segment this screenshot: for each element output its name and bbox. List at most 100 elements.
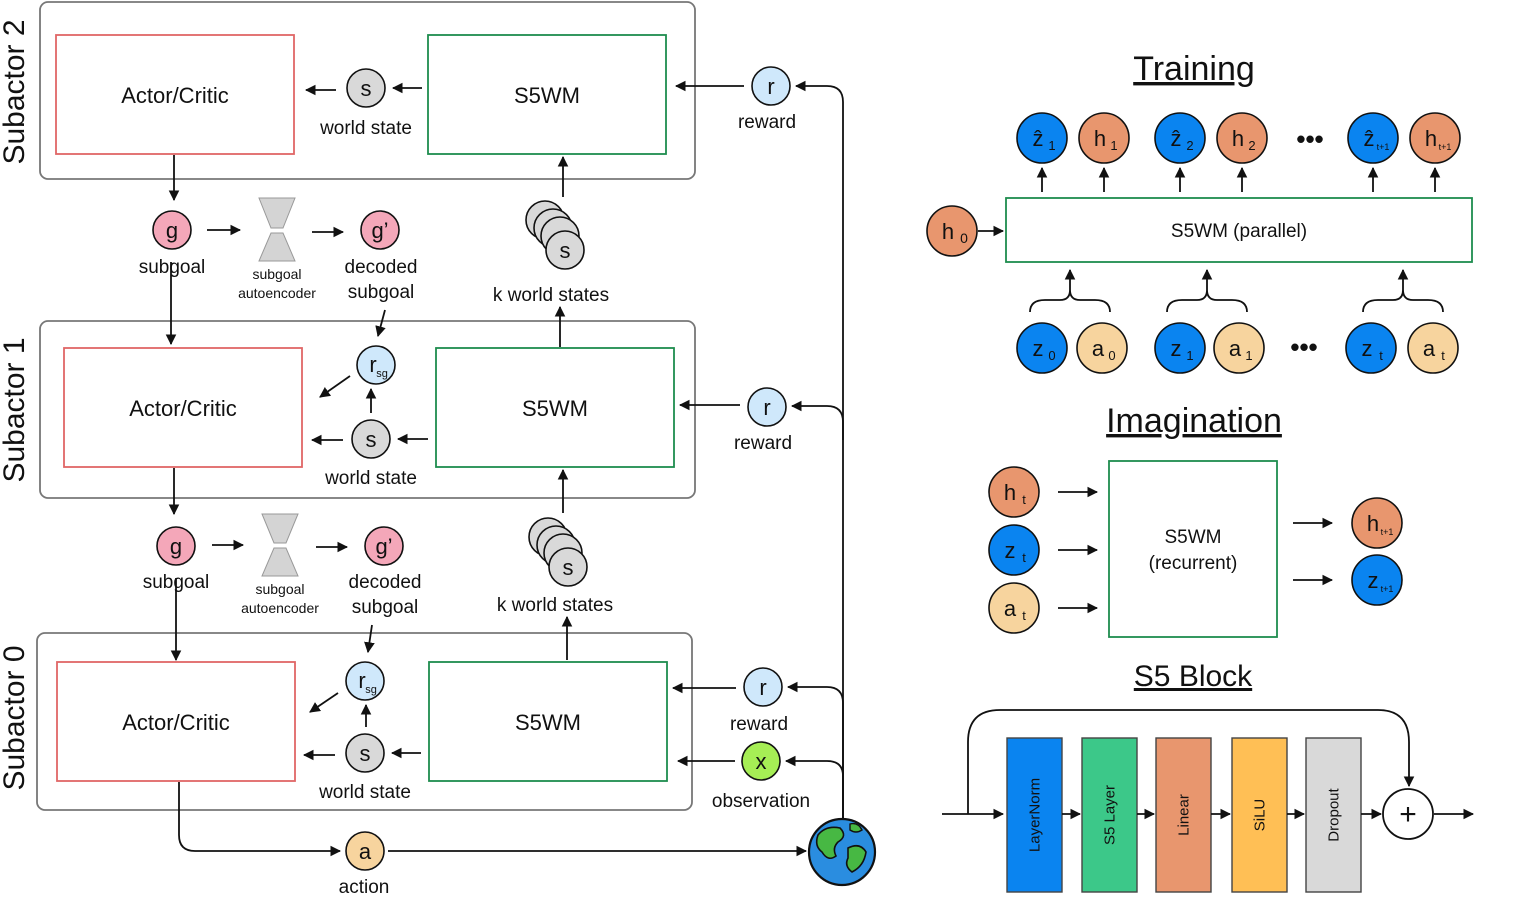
layer-label-4: Dropout: [1326, 787, 1343, 841]
reward-node-0: [743, 667, 783, 707]
world-state-label-0: world state: [318, 782, 411, 803]
s5wm-0: [428, 661, 668, 782]
decoded-label-1b: subgoal: [352, 597, 419, 618]
autoencoder-label-2a: subgoal: [252, 266, 301, 282]
training-input-5-sub: t: [1441, 348, 1445, 363]
k-world-states-label-1: k world states: [497, 595, 613, 616]
imagination-output-1-main: z: [1368, 568, 1379, 593]
training-input-2-sub: 1: [1186, 348, 1193, 363]
reward-node-2-label: r: [767, 74, 774, 99]
decoded-subgoal-node-2: [360, 210, 400, 250]
subgoal-reward-node-0-label: r: [358, 668, 365, 693]
s5wm-recurrent-label-1: S5WM: [1165, 527, 1222, 548]
s5wm-parallel-label: S5WM (parallel): [1171, 221, 1307, 242]
world-state-node-0: [345, 733, 385, 773]
layer-label-3: SiLU: [1252, 799, 1269, 832]
s5wm-recurrent-label-2: (recurrent): [1149, 553, 1238, 574]
autoencoder-icon-1: [261, 513, 299, 544]
autoencoder-label-1a: subgoal: [255, 581, 304, 597]
subgoal-reward-node-1-sub: sg: [376, 368, 388, 380]
world-state-node-1: [351, 419, 391, 459]
s5wm-2-label: S5WM: [514, 83, 580, 108]
subactor-2-box: [39, 1, 696, 180]
layer-label-1: S5 Layer: [1102, 785, 1119, 845]
earth-globe-icon: [807, 817, 877, 887]
training-output-1-sub: 1: [1110, 138, 1117, 153]
world-state-node-2-label: s: [361, 76, 372, 101]
residual-add-label: +: [1399, 798, 1417, 831]
layer-linear: Linear: [1155, 737, 1212, 893]
subgoal-node-1-label: g: [170, 534, 182, 559]
training-input-4-main: z: [1362, 336, 1373, 361]
h0-node-sub: 0: [960, 230, 968, 246]
reward-node-1-label: r: [763, 395, 770, 420]
action-label: action: [339, 877, 390, 898]
observation-node: [741, 741, 781, 781]
layer-silu: SiLU: [1231, 737, 1288, 893]
reward-node-2: [751, 66, 791, 106]
training-input-ellipsis: •••: [1290, 332, 1317, 362]
layer-label-0: LayerNorm: [1027, 778, 1044, 852]
autoencoder-label-2b: autoencoder: [238, 285, 316, 301]
world-state-node-1-label: s: [366, 427, 377, 452]
subgoal-reward-node-1-label: r: [369, 352, 376, 377]
s5block-title: S5 Block: [1134, 660, 1253, 693]
world-state-label-2: world state: [319, 118, 412, 139]
imagination-output-0-sub: t+1: [1381, 527, 1394, 537]
autoencoder-label-1b: autoencoder: [241, 600, 319, 616]
imagination-output-0-main: h: [1367, 511, 1379, 536]
decoded-subgoal-node-2-label: g’: [371, 218, 388, 243]
subgoal-node-1: [156, 526, 196, 566]
world-state-node-2: [346, 68, 386, 108]
subactor-2-label: Subactor 2: [0, 19, 31, 164]
training-input-5-main: a: [1423, 336, 1436, 361]
subactor-0-label: Subactor 0: [0, 645, 31, 790]
reward-label-1: reward: [734, 433, 792, 454]
training-title: Training: [1133, 50, 1255, 88]
training-output-0-main: ẑ: [1033, 126, 1044, 151]
subgoal-node-2: [152, 210, 192, 250]
imagination-input-1-main: z: [1005, 538, 1016, 563]
action-node-label: a: [359, 839, 372, 864]
training-input-3-main: a: [1229, 336, 1242, 361]
decoded-label-2a: decoded: [345, 257, 418, 278]
training-input-1-main: a: [1092, 336, 1105, 361]
h0-node-main: h: [942, 219, 954, 244]
training-output-5-sub: t+1: [1439, 142, 1452, 152]
training-input-2-main: z: [1171, 336, 1182, 361]
training-output-ellipsis: •••: [1296, 124, 1323, 154]
subgoal-label-2: subgoal: [139, 257, 206, 278]
s5wm-1-label: S5WM: [522, 396, 588, 421]
training-input-0-main: z: [1033, 336, 1044, 361]
subactor-1-label: Subactor 1: [0, 337, 31, 482]
training-output-4-main: ẑ: [1364, 126, 1375, 151]
imagination-title: Imagination: [1106, 402, 1282, 440]
actor-critic-0: [56, 661, 296, 782]
actor-critic-0-label: Actor/Critic: [122, 710, 230, 735]
training-input-1-sub: 0: [1108, 348, 1115, 363]
decoded-label-1a: decoded: [349, 572, 422, 593]
subactor-1-box: [39, 320, 696, 499]
subactor-0-box: [36, 632, 693, 811]
training-input-braces: [1029, 268, 1444, 313]
h0-node: [926, 205, 978, 257]
world-state-label-1: world state: [324, 468, 417, 489]
training-output-3-main: h: [1232, 126, 1244, 151]
imagination-input-0-sub: t: [1022, 492, 1026, 507]
k-world-states-stack-2: [525, 200, 585, 270]
k-world-states-stack-1: [528, 517, 588, 587]
training-input-0-sub: 0: [1048, 348, 1055, 363]
actor-critic-2: [55, 34, 295, 155]
imagination-output-1-sub: t+1: [1381, 584, 1394, 594]
imagination-input-0-main: h: [1004, 480, 1016, 505]
